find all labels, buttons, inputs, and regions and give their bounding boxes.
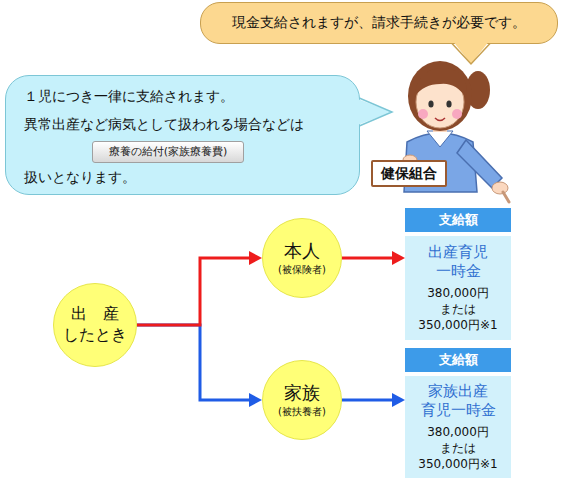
pointing-arm (457, 140, 502, 188)
benefit-box: 家族出産 育児一時金 380,000円 または 350,000円※1 (405, 376, 511, 478)
circle-fill (54, 284, 137, 367)
bubble-tail-outline (359, 98, 392, 126)
node-text: 支給額 (439, 212, 478, 228)
node-text: 扱いとなります。 (24, 169, 136, 187)
flow-arrow (342, 393, 405, 407)
node-text: １児につき一律に支給されます。 (24, 88, 234, 106)
node-text: (被扶養者) (278, 406, 326, 419)
pointing-hand (492, 182, 508, 194)
flow-arrow (342, 251, 405, 265)
bangs (414, 68, 467, 98)
collar (427, 131, 453, 147)
eye (428, 100, 433, 107)
node-text: 療養の給付(家族療養費) (109, 145, 228, 159)
cheek (418, 109, 428, 119)
speech-bubble: 現金支給されますが、請求手続きが必要です。 (200, 2, 558, 44)
arrow-head (249, 393, 262, 407)
arrow-line (137, 258, 249, 325)
button-box: 療養の給付(家族療養費) (92, 141, 244, 163)
pointing-finger (503, 192, 509, 202)
arrow-head (392, 393, 405, 407)
node-text: 出 産 したとき (59, 304, 131, 346)
header-band: 支給額 (405, 208, 511, 232)
node-text: 現金支給されますが、請求手続きが必要です。 (232, 14, 526, 32)
arrow-line (342, 257, 392, 260)
event-circle: 出 産 したとき (53, 283, 137, 367)
node-text: 健保組合 (381, 165, 437, 183)
eye (446, 100, 451, 107)
circle-fill (263, 361, 342, 440)
node-text: (被保険者) (278, 264, 326, 277)
benefit-box: 出産育児 一時金 380,000円 または 350,000円※1 (405, 236, 511, 340)
arrow-line (342, 399, 392, 402)
mouth (435, 118, 445, 121)
arrow-line (137, 325, 249, 400)
person-circle: 本人(被保険者) (262, 218, 342, 298)
header-band: 支給額 (405, 348, 511, 372)
person-circle: 家族(被扶養者) (262, 360, 342, 440)
arrow-head (249, 251, 262, 265)
cheek (452, 109, 462, 119)
bubble-tail-fill (355, 98, 392, 126)
bubble-tail-outline (452, 44, 490, 65)
node-text: 家族 (284, 382, 320, 405)
flow-arrow (137, 251, 262, 325)
flow-arrow (137, 325, 262, 407)
bubble-tail-fill (452, 40, 490, 64)
node-text: 380,000円 または 350,000円※1 (412, 286, 504, 333)
hair (408, 61, 472, 131)
node-text: 支給額 (439, 352, 478, 368)
node-text: 出産育児 一時金 (408, 243, 508, 281)
node-text: 異常出産など病気として扱われる場合などは (24, 116, 304, 134)
arrow-head (392, 251, 405, 265)
node-text: 家族出産 育児一時金 (408, 382, 508, 420)
circle-fill (263, 219, 342, 298)
speech-bubble: １児につき一律に支給されます。異常出産など病気として扱われる場合などは扱いとなり… (5, 75, 360, 195)
sign-board: 健保組合 (371, 160, 447, 187)
node-text: 380,000円 または 350,000円※1 (412, 425, 504, 472)
node-text: 本人 (284, 240, 320, 263)
